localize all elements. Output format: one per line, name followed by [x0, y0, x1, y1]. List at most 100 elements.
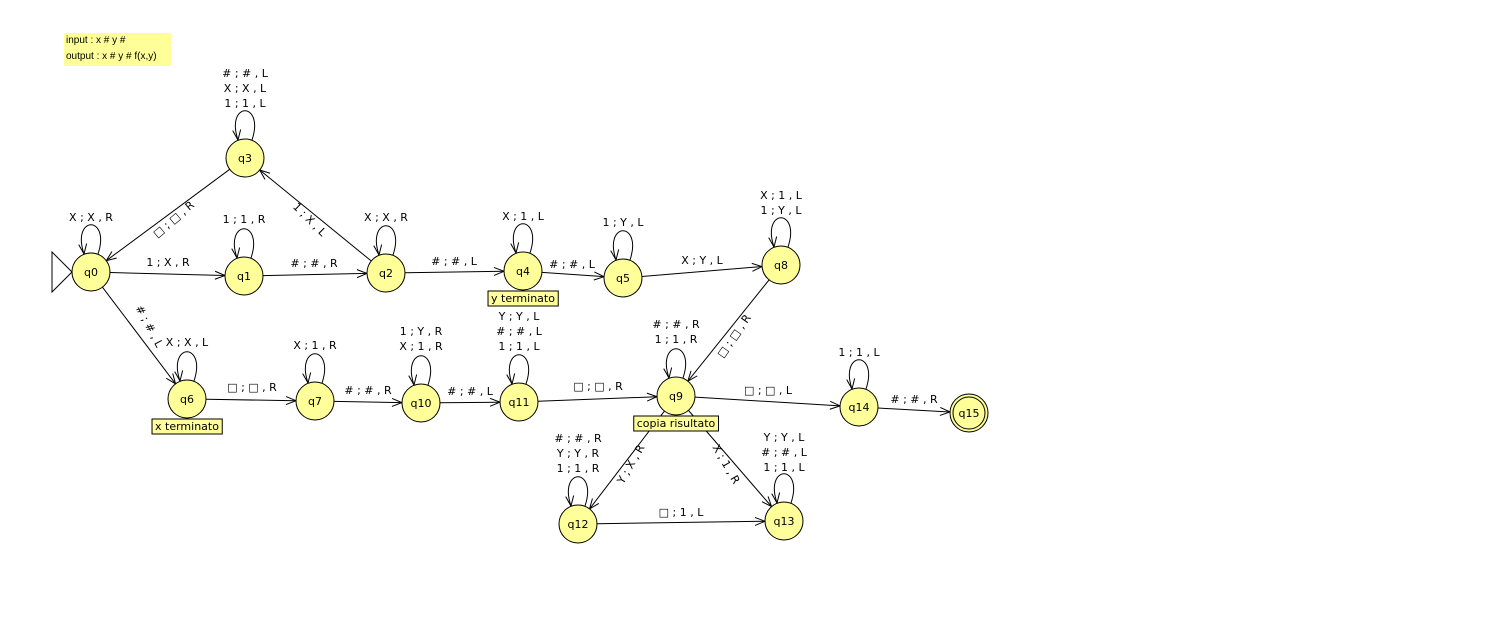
state-q0[interactable]: q0 [51, 250, 111, 294]
state-circle [603, 258, 643, 298]
description-note: input : x # y # output : x # y # f(x,y) [64, 33, 171, 66]
transition-q6-q6[interactable] [174, 351, 198, 383]
state-circle [949, 393, 989, 433]
transition-q1-q1[interactable] [231, 228, 255, 260]
state-q1[interactable]: q1 [224, 256, 264, 296]
state-circle [503, 251, 543, 291]
transition-q1-q2[interactable] [262, 269, 369, 279]
transition-label: # ; # , L [447, 385, 494, 398]
self-loop-q6 [176, 351, 198, 382]
state-q11[interactable]: q11 [499, 382, 539, 422]
edge-q11-q9 [537, 396, 658, 402]
transition-q9-q9[interactable] [663, 348, 687, 380]
transition-q12-q12[interactable] [565, 476, 589, 508]
transition-q14-q15[interactable] [877, 406, 952, 416]
transition-label: X ; X , R [364, 211, 408, 224]
transition-q7-q10[interactable] [333, 397, 404, 407]
edge-q9-q14 [694, 396, 841, 407]
edge-q3-q0 [105, 168, 231, 262]
state-q13[interactable]: q13 [764, 501, 804, 541]
transition-q14-q14[interactable] [846, 359, 870, 391]
state-label: q4 [516, 265, 530, 278]
state-label: q15 [959, 407, 980, 420]
transition-label: 1 ; 1 , R [655, 333, 698, 346]
final-state-ring [952, 396, 986, 430]
transition-label: Y ; Y , L [498, 310, 541, 323]
initial-state-marker-icon [51, 250, 73, 294]
transition-q4-q4[interactable] [510, 223, 534, 255]
self-loop-q8 [770, 217, 792, 248]
state-q10[interactable]: q10 [401, 383, 441, 423]
state-label: q11 [509, 396, 530, 409]
transition-label: 1 ; X , R [146, 256, 190, 269]
transition-q0-q6[interactable] [102, 286, 177, 385]
transition-q10-q10[interactable] [408, 355, 432, 387]
state-label: q0 [84, 266, 98, 279]
state-circle [558, 504, 598, 544]
transition-label: X ; 1 , L [760, 189, 803, 202]
transition-label: □ ; □ , R [573, 380, 623, 393]
state-q9[interactable]: q9 [656, 376, 696, 416]
state-label: q2 [379, 267, 393, 280]
transition-label: 1 ; Y , R [400, 325, 443, 338]
self-loop-q3 [234, 110, 256, 141]
transition-q2-q4[interactable] [404, 266, 506, 276]
edge-q2-q4 [404, 270, 505, 274]
state-q8[interactable]: q8 [761, 245, 801, 285]
transition-label: Y ; Y , L [763, 431, 806, 444]
state-circle [295, 381, 335, 421]
transition-q6-q7[interactable] [205, 396, 298, 406]
self-loop-q14 [848, 359, 870, 390]
self-loop-q9 [665, 348, 687, 379]
state-q14[interactable]: q14 [839, 387, 879, 427]
transition-q7-q7[interactable] [302, 353, 326, 385]
transition-q5-q5[interactable] [610, 230, 634, 262]
transition-label: □ ; □ , R [227, 381, 277, 394]
state-label: q13 [774, 515, 795, 528]
transition-q2-q2[interactable] [373, 225, 397, 257]
state-circle [71, 252, 111, 292]
state-q5[interactable]: q5 [603, 258, 643, 298]
state-circle [656, 376, 696, 416]
self-loop-q13 [773, 473, 795, 504]
transition-label: 1 ; 1 , L [838, 346, 880, 359]
transition-q11-q9[interactable] [537, 392, 659, 402]
state-label: q8 [774, 259, 788, 272]
self-loop-q11 [508, 354, 530, 385]
transition-q10-q11[interactable] [439, 397, 502, 407]
state-circle [761, 245, 801, 285]
transition-q8-q8[interactable] [768, 217, 792, 249]
self-loop-q4 [512, 223, 534, 254]
transition-q9-q14[interactable] [694, 396, 842, 410]
transition-q8-q9[interactable] [687, 279, 770, 383]
state-q12[interactable]: q12 [558, 504, 598, 544]
transition-q13-q13[interactable] [771, 473, 795, 505]
state-q4[interactable]: q4 [503, 251, 543, 291]
transition-q3-q3[interactable] [232, 110, 256, 142]
state-q3[interactable]: q3 [225, 138, 265, 178]
transition-label: □ ; 1 , L [659, 506, 705, 519]
transition-q4-q5[interactable] [541, 271, 606, 281]
edge-q0-q6 [102, 286, 176, 385]
self-loop-q10 [410, 355, 432, 386]
state-q15[interactable]: q15 [949, 393, 989, 433]
transition-q0-q0[interactable] [78, 224, 102, 256]
transition-label: □ ; □ , R [715, 312, 754, 360]
state-q2[interactable]: q2 [366, 253, 406, 293]
transition-label: # ; # , L [496, 325, 543, 338]
transition-label: 1 ; 1 , R [557, 462, 600, 475]
transition-label: Y ; X , R [614, 442, 647, 487]
transition-q0-q1[interactable] [109, 270, 227, 280]
state-tag-q6: x terminato [151, 418, 223, 435]
transition-label: 1 ; 1 , L [763, 461, 805, 474]
state-circle [225, 138, 265, 178]
transition-q11-q11[interactable] [506, 354, 530, 386]
state-q7[interactable]: q7 [295, 381, 335, 421]
state-circle [167, 379, 207, 419]
self-loop-q7 [304, 353, 326, 384]
state-q6[interactable]: q6 [167, 379, 207, 419]
state-label: q10 [411, 397, 432, 410]
transition-label: # ; # , L [431, 255, 478, 268]
